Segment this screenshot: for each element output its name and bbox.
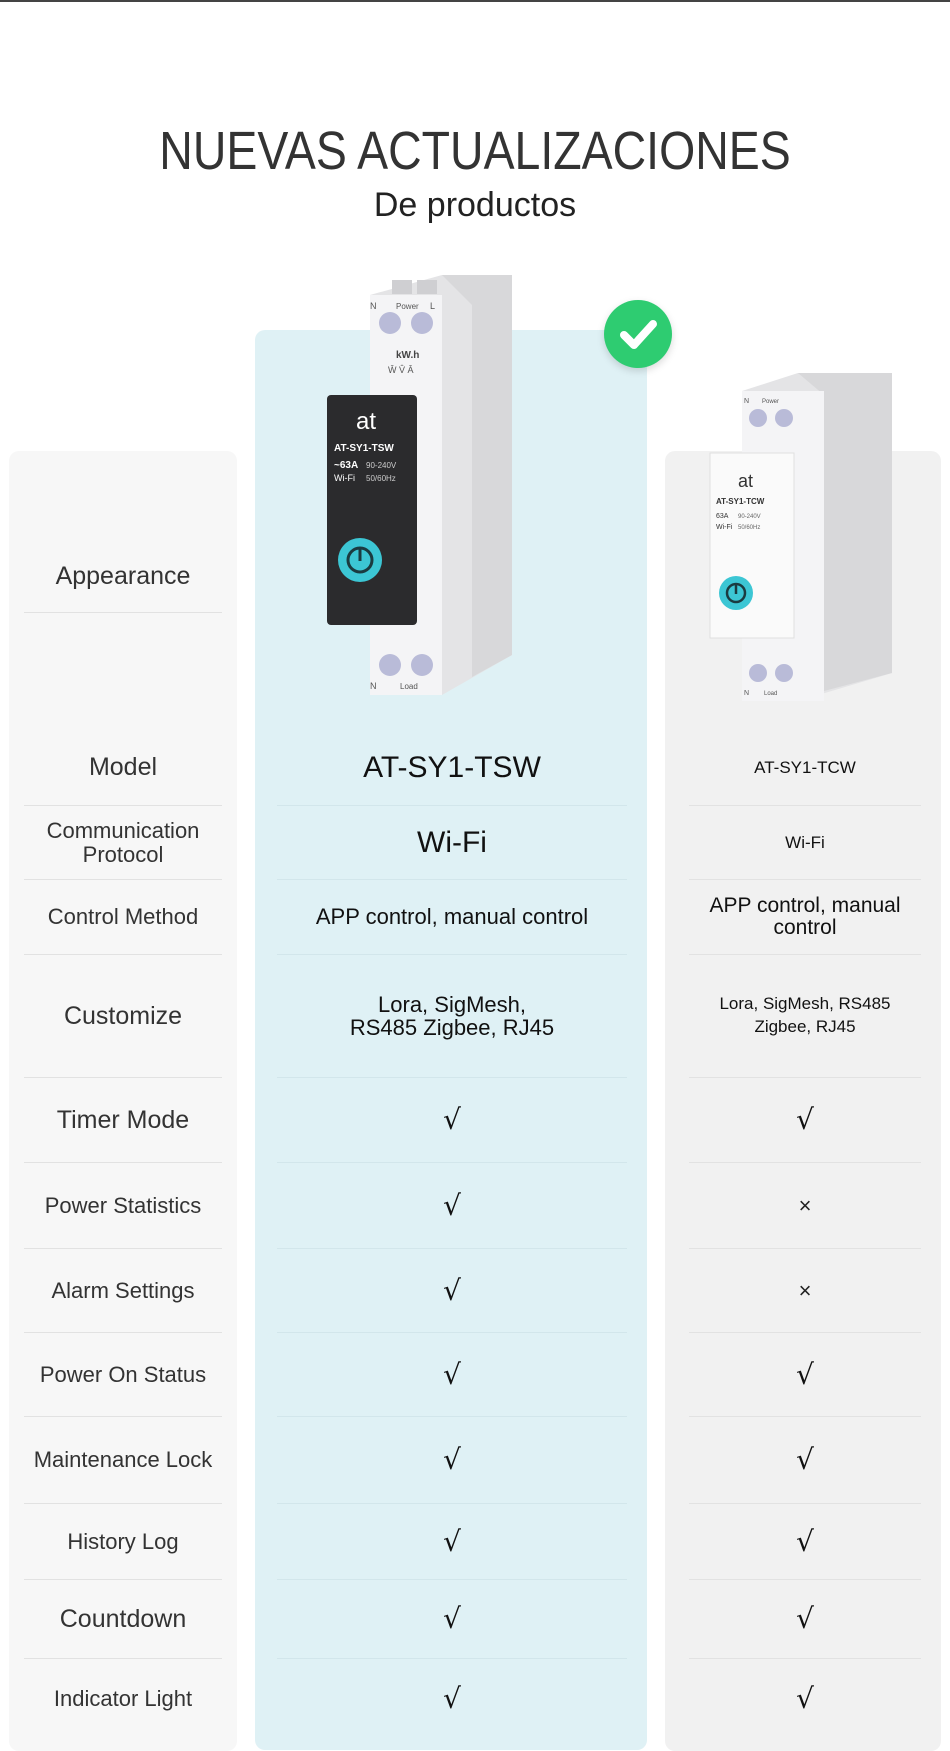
tcw-power-statistics: × [689,1163,921,1249]
svg-text:kW.h: kW.h [396,350,419,361]
label-model: Model [24,730,222,806]
tsw-timer-mode: √ [277,1078,627,1163]
label-countdown: Countdown [24,1580,222,1659]
svg-text:AT-SY1-TCW: AT-SY1-TCW [716,497,765,506]
checkmark-icon [620,320,657,349]
label-alarm-settings: Alarm Settings [24,1249,222,1333]
svg-text:Power: Power [762,399,779,405]
svg-text:L: L [430,301,435,311]
svg-text:50/60Hz: 50/60Hz [366,474,396,483]
svg-text:Load: Load [764,691,777,697]
svg-text:90-240V: 90-240V [738,514,761,520]
product-image-tsw: N Power L kW.h Ŵ V̂ Â at AT-SY1-TSW ~63A… [327,275,512,695]
svg-text:N: N [370,301,377,311]
label-history-log: History Log [24,1504,222,1580]
svg-text:Wi-Fi: Wi-Fi [334,473,355,483]
tcw-alarm-settings: × [689,1249,921,1333]
label-timer-mode: Timer Mode [24,1078,222,1163]
svg-text:~63A: ~63A [334,460,358,471]
svg-text:AT-SY1-TSW: AT-SY1-TSW [334,443,394,454]
label-maintenance-lock: Maintenance Lock [24,1417,222,1504]
svg-text:90-240V: 90-240V [366,461,397,470]
label-power-on-status: Power On Status [24,1333,222,1417]
feature-labels-panel [9,451,237,1751]
svg-text:N: N [744,398,749,405]
tsw-maintenance-lock: √ [277,1417,627,1504]
tcw-indicator-light: √ [796,1681,814,1715]
svg-text:Ŵ V̂ Â: Ŵ V̂ Â [388,365,414,375]
svg-text:Load: Load [400,682,418,691]
svg-text:Wi-Fi: Wi-Fi [716,524,733,531]
label-control-method: Control Method [24,880,222,955]
svg-text:N: N [744,690,749,697]
label-customize: Customize [24,955,222,1078]
svg-text:at: at [356,408,376,435]
recommended-check-badge [604,300,672,368]
tsw-control: APP control, manual control [277,880,627,955]
svg-text:Power: Power [396,302,419,311]
label-power-statistics: Power Statistics [24,1163,222,1249]
tsw-alarm-settings: √ [277,1249,627,1333]
page-title: NUEVAS ACTUALIZACIONES [159,121,791,181]
svg-text:at: at [738,471,753,491]
top-border [0,0,950,2]
tsw-history-log: √ [277,1504,627,1580]
tcw-countdown: √ [689,1580,921,1659]
page-subtitle: De productos [373,186,577,224]
tcw-control: APP control, manual control [689,880,921,955]
tsw-indicator-light: √ [443,1681,461,1715]
tcw-maintenance-lock: √ [689,1417,921,1504]
tcw-history-log: √ [689,1504,921,1580]
tcw-customize: Lora, SigMesh, RS485 Zigbee, RJ45 [689,955,921,1078]
svg-text:50/60Hz: 50/60Hz [738,525,760,531]
tsw-power-on-status: √ [277,1333,627,1417]
tcw-timer-mode: √ [689,1078,921,1163]
tsw-comm: Wi-Fi [277,806,627,880]
tcw-power-on-status: √ [689,1333,921,1417]
tcw-model: AT-SY1-TCW [689,730,921,806]
label-communication-protocol: Communication Protocol [24,806,222,880]
tsw-customize: Lora, SigMesh, RS485 Zigbee, RJ45 [277,955,627,1078]
label-indicator-light: Indicator Light [53,1685,193,1711]
svg-text:63A: 63A [716,513,729,520]
product-image-tcw: N Power at AT-SY1-TCW 63A 90-240V Wi-Fi … [709,373,892,701]
tsw-countdown: √ [277,1580,627,1659]
label-appearance: Appearance [24,540,222,613]
tsw-model: AT-SY1-TSW [277,730,627,806]
tcw-comm: Wi-Fi [689,806,921,880]
tsw-power-statistics: √ [277,1163,627,1249]
svg-text:N: N [370,681,377,691]
